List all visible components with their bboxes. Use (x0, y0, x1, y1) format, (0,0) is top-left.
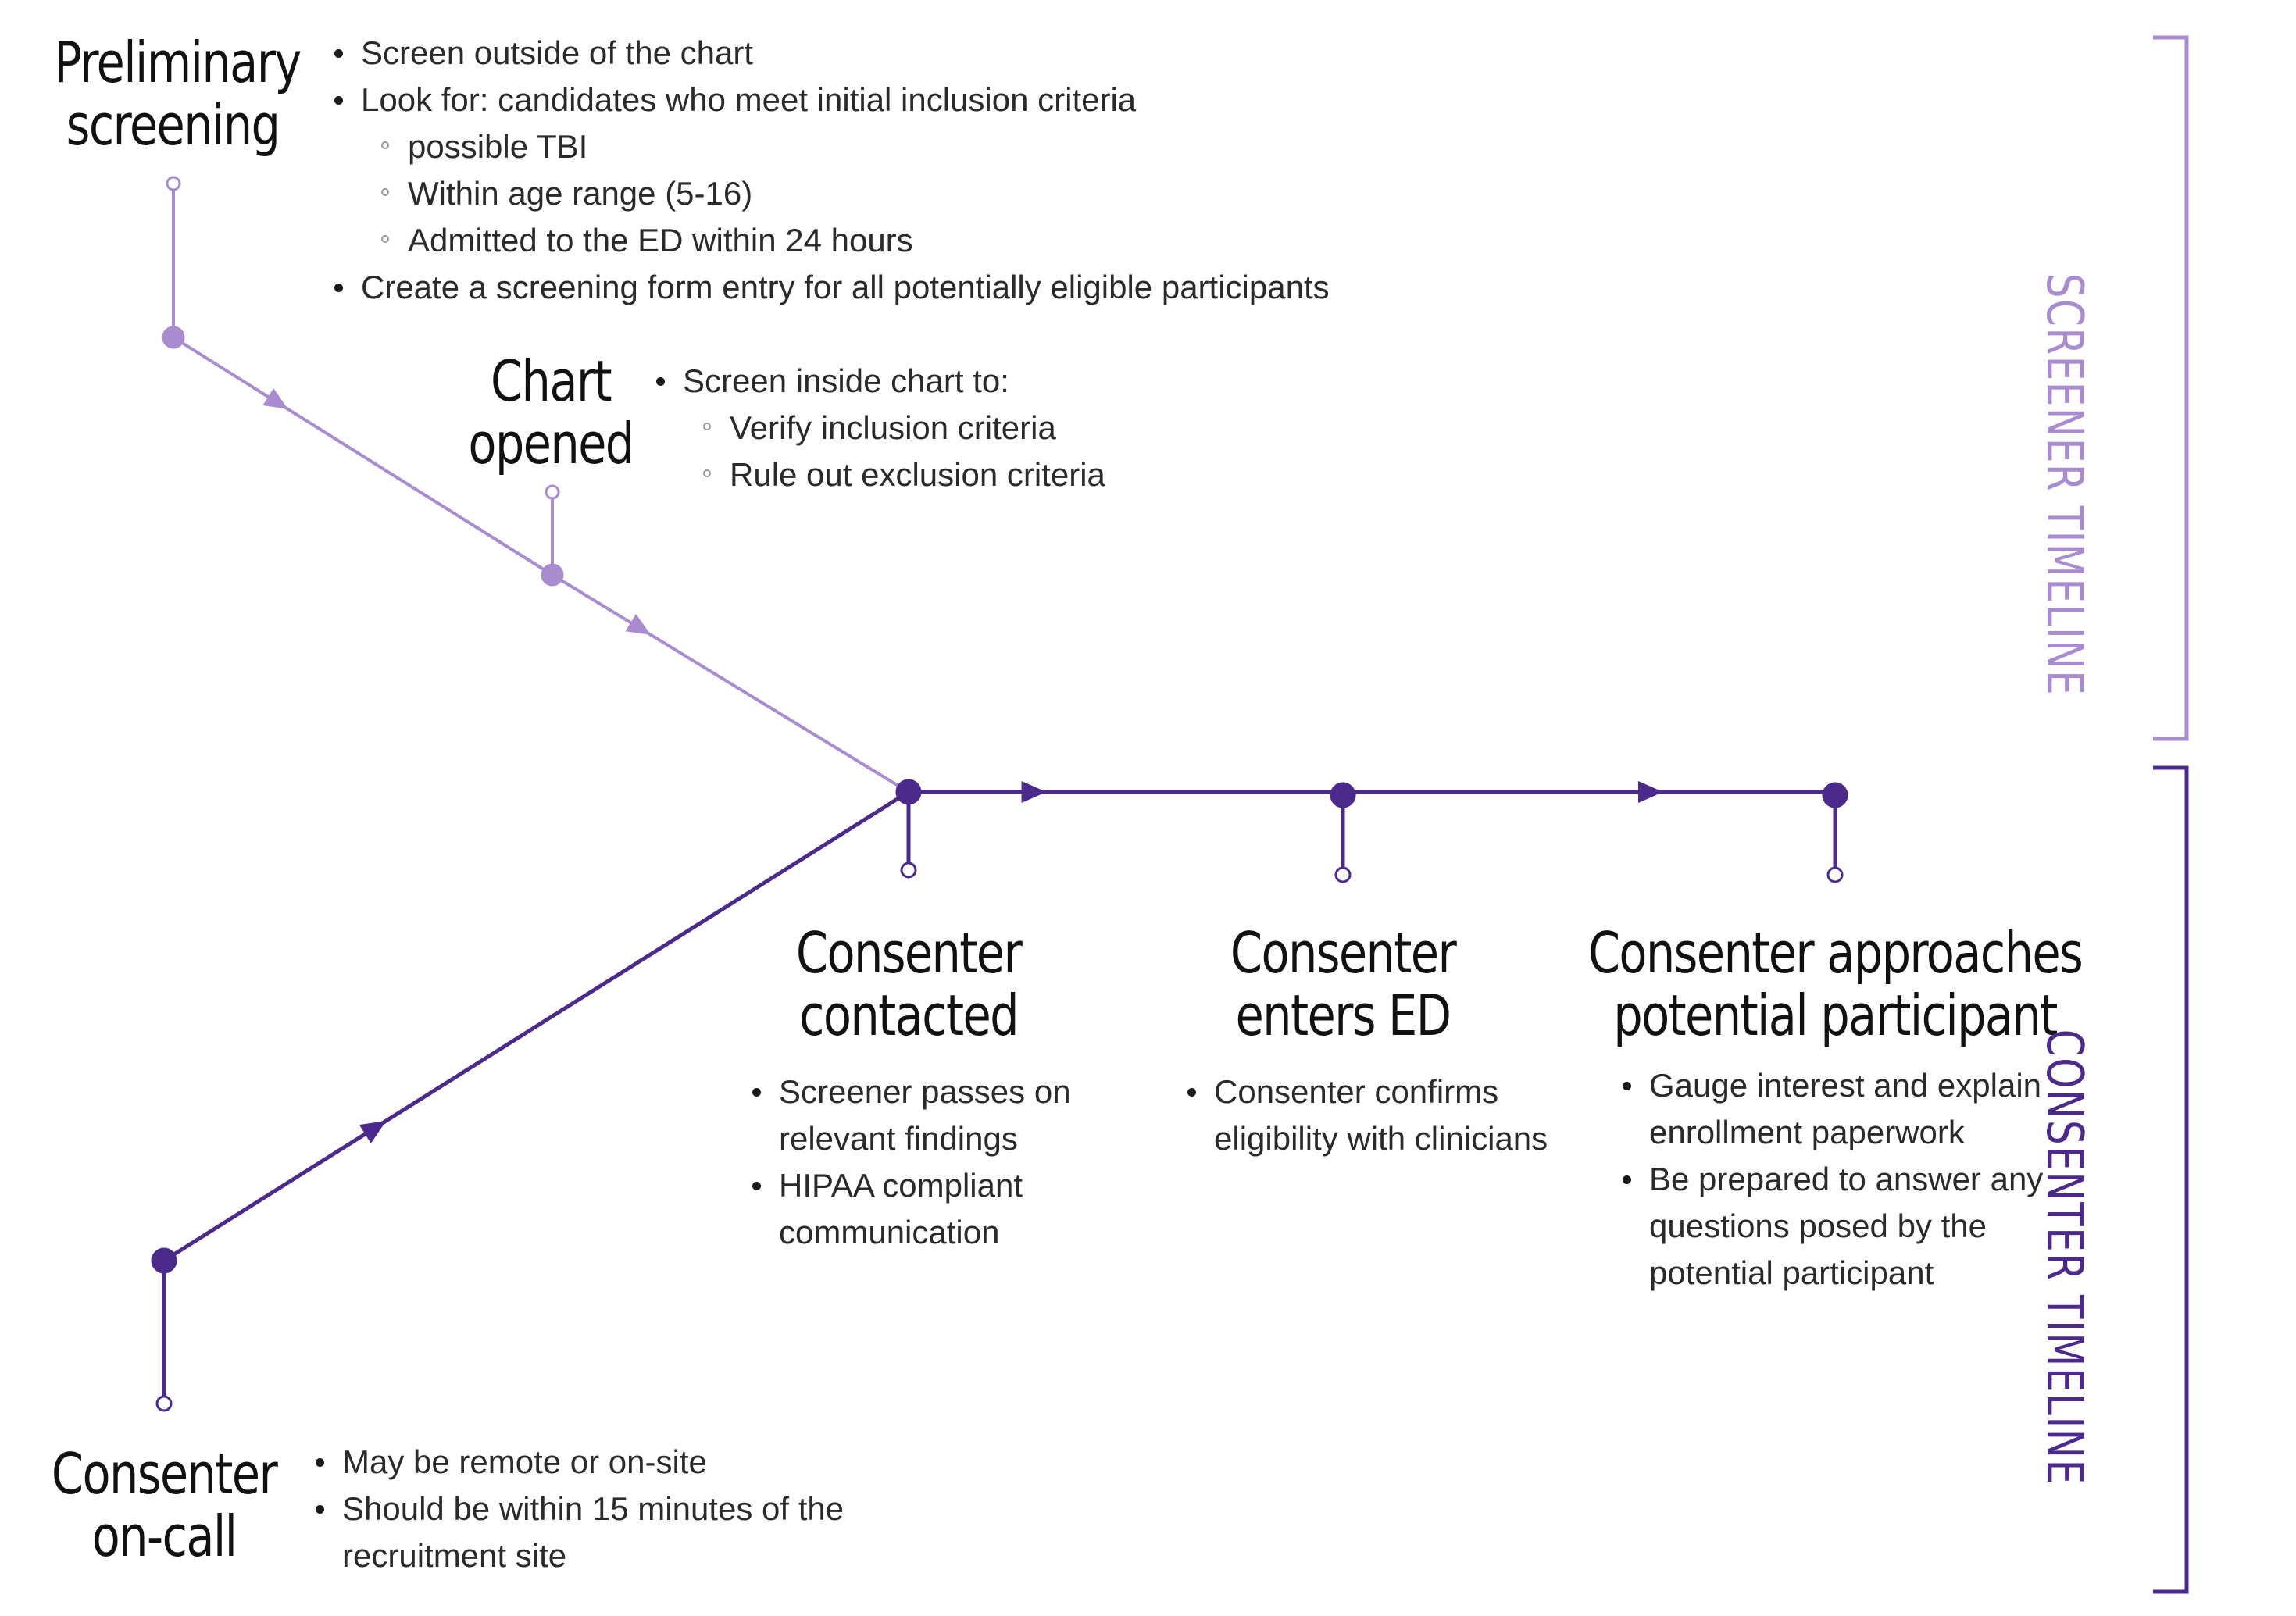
consenter-timeline-label: CONSENTER TIMELINE (2035, 1029, 2093, 1486)
list-item: Should be within 15 minutes of the recru… (309, 1486, 958, 1579)
consenter-oncall-title: Consenter on-call (51, 1441, 278, 1569)
contacted-cap (900, 862, 917, 879)
screener-arrow-1 (262, 387, 288, 409)
list-item: Rule out exclusion criteria (697, 451, 1105, 498)
consenter-arrow-1 (1021, 781, 1047, 803)
list-item: Screen inside chart to: (650, 358, 1105, 405)
consenter-arrow-2 (1638, 781, 1663, 803)
list-item: Screener passes on relevant findings (746, 1068, 1113, 1162)
approaches-cap (1826, 866, 1844, 883)
consenter-arrow-diagonal (359, 1120, 387, 1143)
consenter-contacted-notes: Screener passes on relevant findings HIP… (746, 1068, 1113, 1256)
consenter-oncall-notes: May be remote or on-site Should be withi… (309, 1439, 958, 1579)
consenter-approaches-title: Consenter approaches potential participa… (1587, 920, 2084, 1048)
list-item: Consenter confirms eligibility with clin… (1181, 1068, 1548, 1162)
enters-cap (1334, 866, 1352, 883)
consenter-contacted-title: Consenter contacted (795, 920, 1023, 1048)
consenter-enters-notes: Consenter confirms eligibility with clin… (1181, 1068, 1548, 1162)
list-item: Admitted to the ED within 24 hours (375, 217, 1330, 264)
junction-node (895, 779, 922, 805)
consenter-path-diagonal (162, 790, 910, 1263)
enters-node (1330, 782, 1356, 808)
chart-opened-node (541, 563, 564, 587)
preliminary-title: Preliminary screening (54, 30, 302, 158)
list-item: Gauge interest and explain enrollment pa… (1616, 1062, 2054, 1156)
list-item: possible TBI (375, 123, 1330, 170)
screener-path-lower (551, 573, 910, 794)
chart-opened-cap (545, 484, 560, 500)
chart-opened-notes: Screen inside chart to: Verify inclusion… (650, 358, 1105, 498)
list-item: May be remote or on-site (309, 1439, 958, 1486)
list-item: Look for: candidates who meet initial in… (328, 77, 1330, 123)
oncall-node (151, 1247, 177, 1274)
list-item: Within age range (5-16) (375, 170, 1330, 217)
preliminary-node (162, 326, 185, 349)
list-item: Create a screening form entry for all po… (328, 264, 1330, 311)
screener-path-upper (172, 336, 554, 576)
list-item: Be prepared to answer any questions pose… (1616, 1156, 2054, 1297)
chart-opened-title: Chart opened (468, 348, 634, 476)
list-item: Screen outside of the chart (328, 30, 1330, 77)
oncall-cap (155, 1395, 173, 1412)
consenter-approaches-notes: Gauge interest and explain enrollment pa… (1616, 1062, 2054, 1297)
list-item: Verify inclusion criteria (697, 405, 1105, 451)
consenter-bracket (2153, 765, 2189, 1594)
preliminary-cap (166, 176, 181, 191)
consenter-enters-title: Consenter enters ED (1230, 920, 1457, 1048)
list-item: HIPAA compliant communication (746, 1162, 1113, 1256)
screener-arrow-2 (625, 614, 651, 635)
screener-bracket (2153, 35, 2189, 741)
screener-timeline-label: SCREENER TIMELINE (2035, 273, 2093, 697)
preliminary-notes: Screen outside of the chart Look for: ca… (328, 30, 1330, 311)
approaches-node (1822, 782, 1848, 808)
